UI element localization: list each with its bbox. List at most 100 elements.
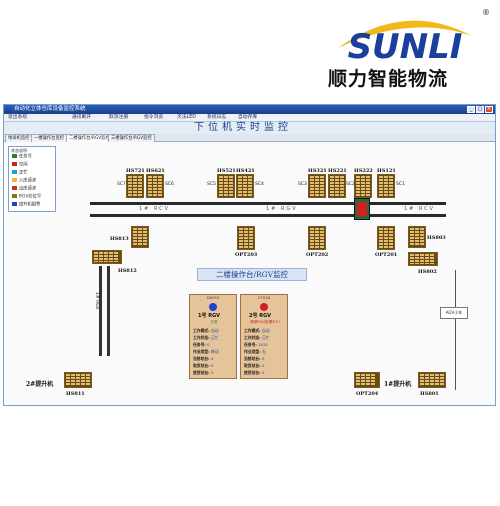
rgv-row: 取货站台: 0: [193, 363, 214, 368]
menu-auto-store[interactable]: 自动存库: [238, 115, 258, 120]
station-label-hs801: HS801: [420, 391, 439, 397]
track-label: 1# RCV: [139, 206, 171, 212]
header-bar: 下位机实时监控: [4, 122, 495, 134]
legend-title: 状态说明: [11, 148, 27, 153]
rgv-status-text: 正常: [210, 320, 218, 324]
lift-label-2: 2#提升机: [26, 381, 54, 388]
station-hs801[interactable]: [418, 372, 446, 388]
rgv-row: 作业类型: 无: [244, 349, 266, 354]
lift-label-1: 1#提升机: [384, 381, 412, 388]
legend-swatch: [12, 154, 17, 158]
title-bar: 自动化立体仓库设备监控系统 _ □ ×: [4, 105, 495, 114]
sc-label: SC7: [117, 182, 126, 187]
tab-floor3-rgv[interactable]: 三楼操作台/RGV监控: [108, 134, 155, 142]
tab-floor2-rgv[interactable]: 二楼操作台/RGV监控: [66, 134, 113, 142]
rgv-row: 任务号: 1632: [244, 342, 268, 347]
registered-mark: ®: [482, 8, 490, 17]
station-hs121[interactable]: [377, 174, 395, 198]
menu-unregister[interactable]: 取消注册: [109, 115, 129, 120]
station-hs812[interactable]: [92, 250, 122, 264]
vertical-track-label: 1# RGV: [94, 292, 99, 310]
rgv-name: 1号 RGV: [198, 313, 221, 319]
station-hs222[interactable]: [354, 174, 372, 198]
legend-item: 入库请求: [12, 178, 36, 184]
tab-stacker[interactable]: 堆垛机监控: [5, 134, 33, 142]
rgv-cart[interactable]: [354, 198, 370, 220]
station-label-opt201: OPT201: [375, 252, 398, 258]
rgv-status-dot: [260, 303, 268, 311]
legend-item: 正忙: [12, 170, 28, 176]
rgv-panel-header: 2701B: [257, 295, 271, 300]
sc-label: SC3: [298, 182, 307, 187]
legend-swatch: [12, 178, 17, 182]
rgv-name: 2号 RGV: [249, 313, 272, 319]
rgv-status-dot: [209, 303, 217, 311]
station-label-opt202: OPT202: [306, 252, 329, 258]
station-hs803[interactable]: [408, 226, 426, 248]
station-label-hs421: HS421: [236, 168, 255, 174]
rgv-row: 放货站台: 0: [244, 370, 265, 375]
station-label-opt203: OPT203: [235, 252, 258, 258]
station-label-hs621: HS621: [146, 168, 165, 174]
station-label-hs221: HS221: [328, 168, 347, 174]
monitor-canvas: 状态说明 任务号 空闲 正忙 入库请求 出库请求 RGV在位号 提升机报警 HS…: [4, 142, 495, 405]
legend-swatch: [12, 194, 17, 198]
app-window: 自动化立体仓库设备监控系统 _ □ × 退出系统 通讯断开 取消注册 指令浏览 …: [3, 104, 496, 406]
rgv-track-upper: [90, 202, 446, 205]
station-label-hs721: HS721: [126, 168, 145, 174]
station-hs802[interactable]: [408, 252, 438, 266]
menu-commands[interactable]: 指令浏览: [144, 115, 164, 120]
station-hs811[interactable]: [64, 372, 92, 388]
close-button[interactable]: ×: [485, 106, 493, 113]
rgv-row: 作业类型: 移动: [193, 349, 219, 354]
station-opt204[interactable]: [354, 372, 380, 388]
rgv-cart-status: [357, 202, 367, 216]
station-hs621[interactable]: [146, 174, 164, 198]
legend-item: 任务号: [12, 154, 32, 160]
station-label-opt204: OPT204: [356, 391, 379, 397]
station-opt201[interactable]: [377, 226, 395, 250]
tab-floor1[interactable]: 一楼操作台监控: [31, 134, 68, 142]
station-label-hs802: HS802: [418, 269, 437, 275]
legend-swatch: [12, 170, 17, 174]
rgv-row: 当前站台: 4: [193, 356, 214, 361]
station-hs321[interactable]: [308, 174, 326, 198]
legend-item: 空闲: [12, 162, 28, 168]
rgv-row: 工作状态: 正忙: [244, 335, 270, 340]
legend-swatch: [12, 162, 17, 166]
rgv-row: 当前站台: 0: [244, 356, 265, 361]
legend-swatch: [12, 186, 17, 190]
rgv-track-lower: [90, 214, 446, 217]
sunli-logo: SUNLI: [338, 20, 472, 66]
station-hs421[interactable]: [236, 174, 254, 198]
window-title: 自动化立体仓库设备监控系统: [14, 106, 86, 112]
logo-text: SUNLI: [348, 27, 463, 66]
station-label-hs321: HS321: [308, 168, 327, 174]
menu-log[interactable]: 系统日志: [207, 115, 227, 120]
station-opt203[interactable]: [237, 226, 255, 250]
tab-bar: 堆垛机监控 一楼操作台监控 二楼操作台/RGV监控 三楼操作台/RGV监控: [4, 134, 495, 142]
station-label-hs222: HS222: [354, 168, 373, 174]
menu-disconnect[interactable]: 通讯断开: [72, 115, 92, 120]
station-hs521[interactable]: [217, 174, 235, 198]
menu-led[interactable]: 灭法LED: [177, 115, 196, 120]
sc-label: SC4: [255, 182, 264, 187]
rgv-row: 工作模式: 自动: [193, 328, 219, 333]
station-hs721[interactable]: [126, 174, 144, 198]
legend-item: RGV在位号: [12, 194, 41, 200]
station-hs221[interactable]: [328, 174, 346, 198]
station-opt202[interactable]: [308, 226, 326, 250]
rgv-row: 工作模式: 自动: [244, 328, 270, 333]
minimize-button[interactable]: _: [467, 106, 475, 113]
agv-box[interactable]: AGV小车: [440, 307, 468, 319]
station-label-hs812: HS812: [118, 268, 137, 274]
rgv-panel-1: DB053 1号 RGV 正常 工作模式: 自动 工作状态: 正忙 任务号: 0…: [189, 294, 237, 379]
maximize-button[interactable]: □: [476, 106, 484, 113]
menu-bar: 退出系统 通讯断开 取消注册 指令浏览 灭法LED 系统日志 自动存库: [4, 114, 495, 122]
sc-label: SC1: [396, 182, 405, 187]
station-hs813[interactable]: [131, 226, 149, 248]
rgv-panel-header: DB053: [206, 295, 220, 300]
menu-exit[interactable]: 退出系统: [8, 115, 28, 120]
legend-item: 出库请求: [12, 186, 36, 192]
